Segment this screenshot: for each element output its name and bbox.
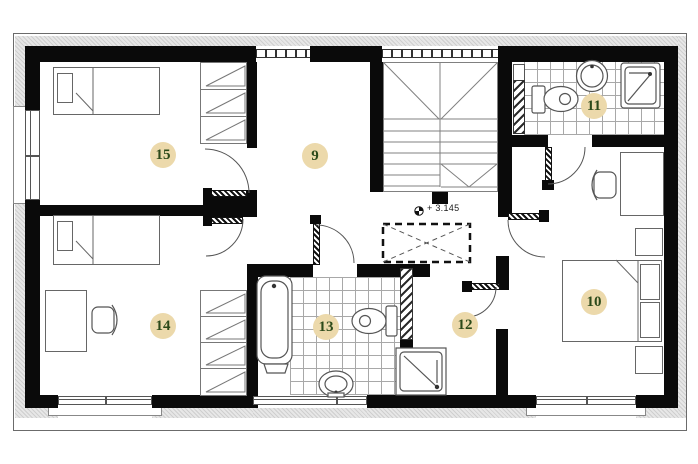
wall-right — [664, 46, 678, 408]
wardrobe-room14-cell — [200, 342, 247, 369]
wall-door-block — [203, 197, 257, 217]
pillow-room10-a — [640, 264, 660, 300]
wall-left-lower — [25, 200, 40, 408]
insulation-bottom-2 — [152, 408, 253, 418]
insulation-bottom-5 — [636, 408, 678, 418]
wall-room14-bath13 — [247, 264, 258, 408]
room-label-10: 10 — [581, 289, 607, 315]
wall-bottom-3 — [367, 395, 536, 408]
wardrobe-room14-cell — [200, 316, 247, 343]
door-hinge-bath11 — [542, 180, 554, 190]
door-leaf-bath13 — [313, 222, 320, 265]
door-leaf-room14 — [207, 217, 243, 224]
wardrobe-room14-cell — [200, 368, 247, 396]
wardrobe-room15-cell — [200, 116, 247, 144]
room-label-15: 15 — [150, 142, 176, 168]
window-bath13-bottom — [253, 396, 367, 405]
insulation-left-lower — [15, 200, 25, 418]
door-hinge-room15 — [203, 188, 212, 199]
duct-bath13 — [400, 268, 413, 340]
level-marker-label: + 3.145 — [427, 203, 460, 213]
window-mullion — [336, 397, 338, 404]
door-hinge-corridor — [539, 210, 549, 222]
wardrobe-room15-cell — [200, 89, 247, 117]
door-leaf-room12 — [471, 283, 500, 290]
sill-bottom-window-10 — [526, 404, 646, 416]
wall-stair-stub — [432, 192, 448, 204]
window-mullion — [26, 155, 39, 157]
wall-top-1 — [25, 46, 256, 62]
window-room14-bottom — [58, 396, 152, 405]
desk-room14 — [45, 290, 87, 352]
insulation-top — [15, 36, 678, 46]
door-leaf-bath11 — [545, 147, 552, 184]
window-stair-top — [382, 49, 498, 58]
sill-bottom-window-14 — [48, 404, 162, 416]
insulation-left-upper — [15, 36, 25, 110]
room-label-9: 9 — [302, 143, 328, 169]
pillow-room14 — [57, 221, 73, 251]
wall-stub-corridor — [496, 256, 509, 290]
nightstand-room10-top — [635, 228, 663, 256]
desk-room10 — [620, 152, 664, 216]
door-hinge-bath13 — [310, 215, 321, 224]
window-mullion — [105, 397, 107, 404]
nightstand-room10-bottom — [635, 346, 663, 374]
window-room10-bottom — [536, 396, 636, 405]
duct-bath11-top — [513, 64, 525, 81]
building-outline — [13, 33, 687, 431]
door-hinge-room14 — [203, 215, 212, 226]
wall-left-upper — [25, 46, 40, 112]
window-hall9-top — [256, 49, 310, 58]
wall-bath11-room10-a — [512, 135, 548, 147]
room-label-11: 11 — [581, 93, 607, 119]
wall-stair-right — [498, 46, 512, 217]
wall-top-2 — [310, 46, 382, 62]
insulation-bottom-4 — [367, 408, 536, 418]
wardrobe-room15-cell — [200, 62, 247, 90]
insulation-bottom-1 — [15, 408, 58, 418]
wall-stair-left — [370, 62, 383, 192]
wall-bottom-2 — [152, 395, 253, 408]
pillow-room15 — [57, 73, 73, 103]
wall-room12-room10 — [496, 329, 508, 395]
insulation-bottom-3 — [253, 408, 367, 418]
window-room15-left — [25, 110, 40, 200]
window-mullion — [586, 397, 588, 404]
room-label-14: 14 — [150, 313, 176, 339]
pillow-room10-b — [640, 302, 660, 338]
room-label-13: 13 — [313, 314, 339, 340]
wall-room15-room14 — [25, 205, 203, 216]
door-hinge-room12 — [462, 281, 472, 292]
wall-bath11-room10-b — [592, 135, 664, 147]
wall-door-block-jamb — [247, 190, 257, 200]
wardrobe-room14-cell — [200, 290, 247, 317]
bath13-tiled-floor — [290, 277, 400, 395]
room-label-12: 12 — [452, 312, 478, 338]
wall-hall-bath13-a — [247, 264, 313, 277]
wall-top-3 — [498, 46, 678, 62]
duct-bath11 — [513, 80, 525, 134]
insulation-right — [678, 36, 686, 418]
wall-room15-hall — [247, 62, 257, 148]
